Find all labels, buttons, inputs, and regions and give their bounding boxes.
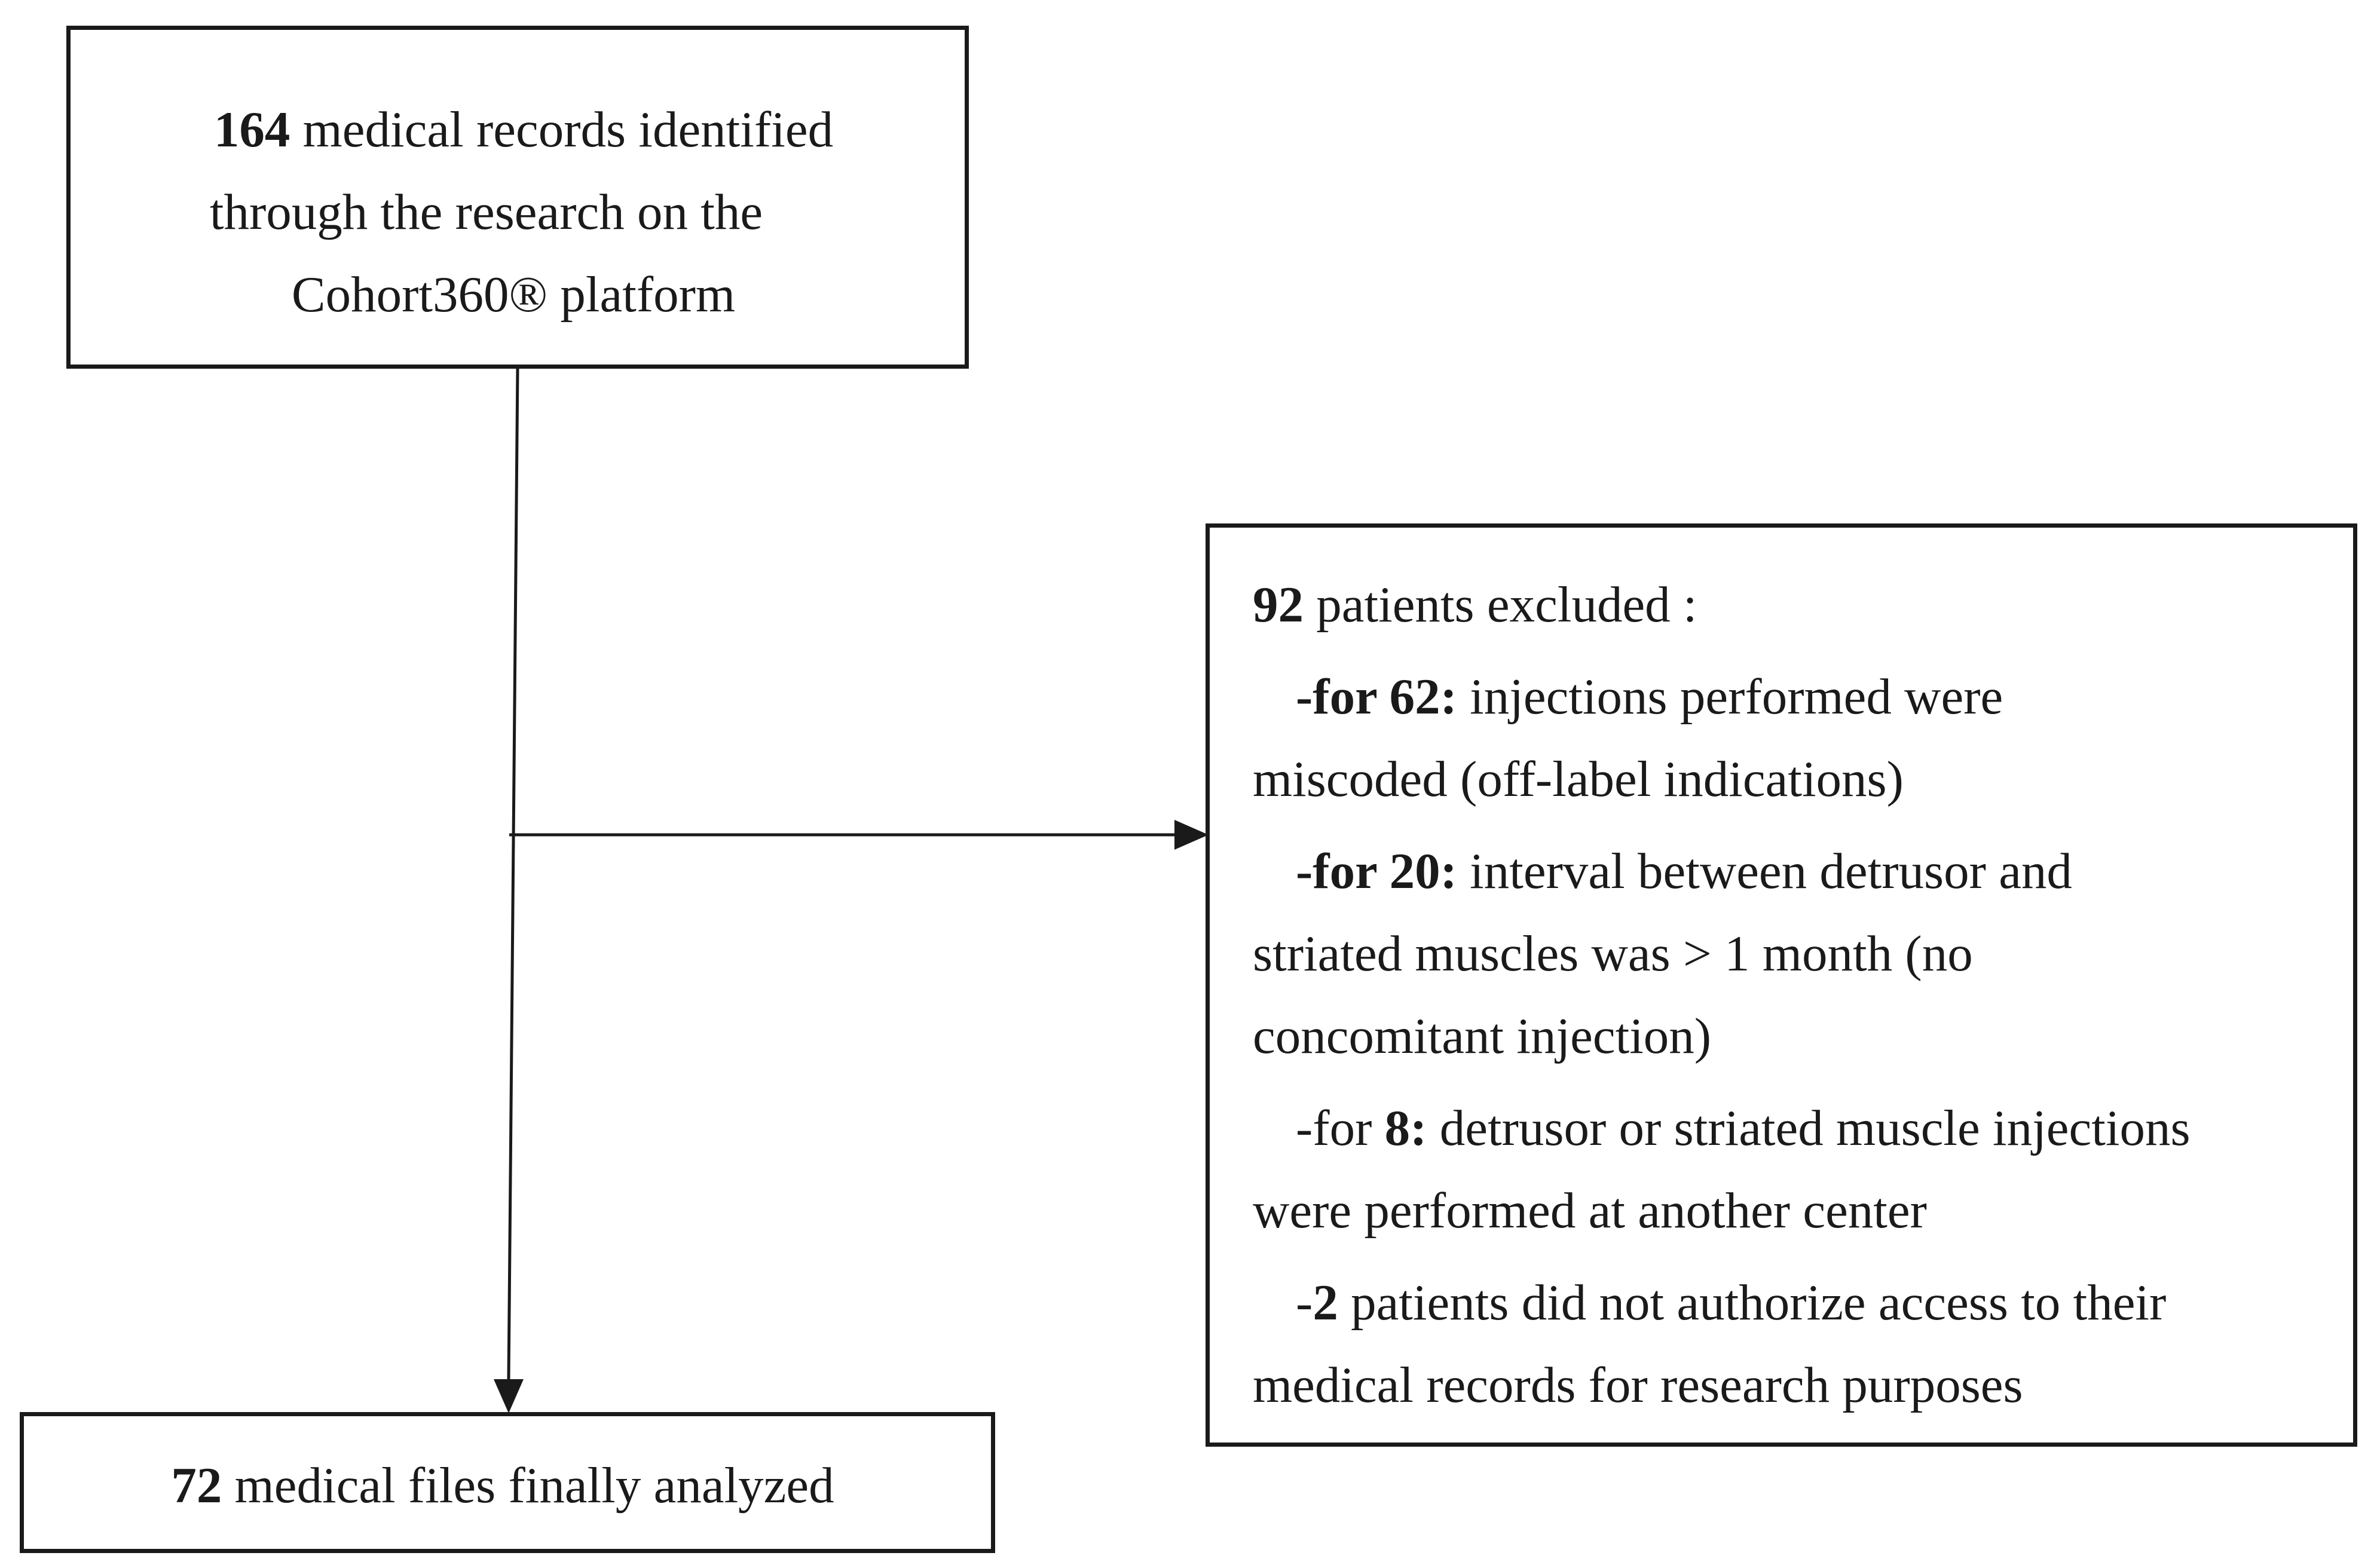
records-identified-box: 164 medical records identified through t…: [66, 26, 969, 369]
item1-prefix: -for: [1296, 669, 1390, 725]
item1-line2: miscoded (off-label indications): [1253, 751, 1904, 807]
right-arrowhead: [1174, 820, 1209, 850]
item4-count: 2: [1313, 1275, 1338, 1331]
records-count: 164: [213, 102, 290, 158]
item3-prefix: -for: [1296, 1100, 1385, 1156]
exclusion-header-label: patients excluded :: [1304, 577, 1697, 633]
exclusion-item-4: -2 patients did not authorize access to …: [1253, 1261, 2191, 1344]
records-identified-text: 164 medical records identified through t…: [71, 88, 965, 336]
item2-rest: interval between detrusor and: [1457, 843, 2072, 899]
excluded-count: 92: [1253, 577, 1304, 633]
files-analyzed-box: 72 medical files finally analyzed: [20, 1412, 995, 1553]
item4-prefix: -: [1296, 1275, 1313, 1331]
item1-rest: injections performed were: [1457, 669, 2003, 725]
item2-line3: concomitant injection): [1253, 1008, 1712, 1064]
item3-count: 8:: [1384, 1100, 1427, 1156]
item2-line2: striated muscles was > 1 month (no: [1253, 926, 1973, 982]
analyzed-count: 72: [171, 1457, 222, 1514]
analyzed-label: medical files finally analyzed: [222, 1457, 834, 1514]
exclusion-text: 92 patients excluded : -for 62: injectio…: [1253, 564, 2191, 1426]
files-analyzed-text: 72 medical files finally analyzed: [14, 1444, 991, 1527]
item1-count: 62:: [1389, 669, 1457, 725]
exclusion-item-3: -for 8: detrusor or striated muscle inje…: [1253, 1087, 2191, 1169]
records-line2: through the research on the: [209, 184, 763, 240]
exclusion-header: 92 patients excluded :: [1253, 564, 2191, 646]
item3-rest: detrusor or striated muscle injections: [1427, 1100, 2191, 1156]
item4-rest: patients did not authorize access to the…: [1338, 1275, 2167, 1331]
vertical-flow-line: [507, 368, 519, 1380]
item2-prefix: -for: [1296, 843, 1390, 899]
records-line3: Cohort360® platform: [291, 267, 736, 323]
records-line1: medical records identified: [290, 102, 834, 158]
exclusion-item-2: -for 20: interval between detrusor and: [1253, 830, 2191, 912]
exclusion-box: 92 patients excluded : -for 62: injectio…: [1206, 523, 2357, 1447]
item4-line2: medical records for research purposes: [1253, 1357, 2023, 1413]
down-arrowhead: [494, 1379, 524, 1413]
item3-line2: were performed at another center: [1253, 1183, 1927, 1239]
item2-count: 20:: [1389, 843, 1457, 899]
exclusion-item-1: -for 62: injections performed were: [1253, 656, 2191, 738]
